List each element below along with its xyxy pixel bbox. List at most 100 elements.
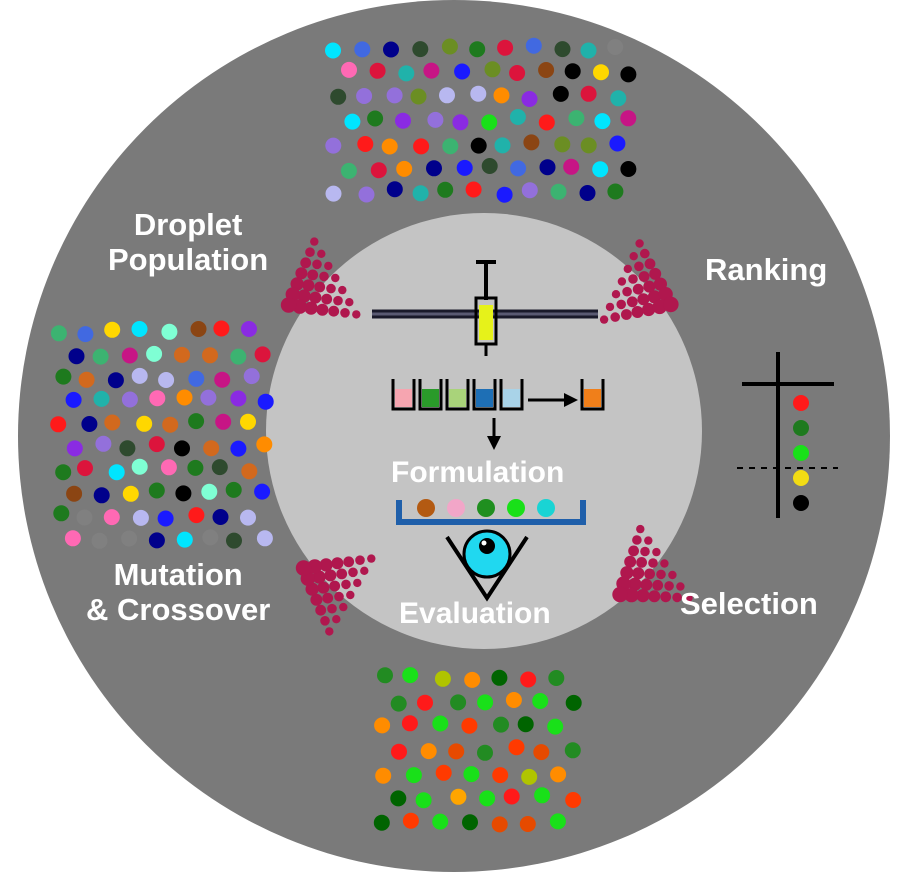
vial-outline [445, 379, 470, 411]
arrow-dot [319, 271, 329, 282]
arrow-dot [332, 615, 341, 624]
parent-droplet [132, 509, 149, 526]
ranking-indicator [737, 352, 838, 518]
parent-droplet [55, 368, 72, 385]
parent-droplet [202, 347, 218, 364]
population-droplet [554, 136, 571, 153]
population-droplet [580, 137, 597, 154]
tray-droplet [537, 499, 555, 517]
parent-droplet [77, 326, 94, 343]
parent-droplet [161, 323, 178, 340]
parent-droplet [160, 459, 177, 476]
parent-droplet [230, 440, 247, 457]
arrow-dot [290, 277, 304, 291]
population-droplet [609, 135, 626, 152]
population-droplet [470, 137, 487, 154]
parent-droplet [254, 346, 271, 363]
selected-droplet [491, 816, 508, 833]
selected-droplet [477, 744, 493, 761]
parent-droplet [92, 348, 109, 365]
vial-liquid [476, 389, 493, 407]
population-droplet [481, 114, 498, 131]
arrow-dot [310, 593, 323, 606]
parent-droplet [241, 463, 258, 480]
population-droplet [386, 87, 403, 104]
parent-droplet [188, 413, 205, 430]
parent-droplet [230, 390, 247, 407]
population-droplet [456, 159, 473, 176]
parent-droplet [175, 485, 192, 502]
parent-droplet [104, 414, 121, 431]
label-mutation-crossover: Mutation & Crossover [86, 557, 271, 627]
selected-droplet [520, 671, 537, 688]
parent-droplet [104, 321, 121, 338]
arrow-dot [644, 258, 656, 270]
parent-droplet [121, 530, 138, 547]
population-droplet [413, 138, 430, 155]
selected-droplet [521, 768, 538, 785]
selected-droplet [402, 667, 419, 684]
selected-droplet [492, 767, 509, 784]
arrow-dot [295, 267, 308, 280]
arrow-dot [635, 239, 644, 248]
arrow-dot [324, 569, 337, 582]
arrow-dot [622, 286, 632, 297]
parent-droplet [149, 390, 166, 407]
selected-droplet [390, 695, 407, 712]
label-evaluation: Evaluation [399, 597, 551, 630]
arrow-dot [317, 249, 326, 258]
parent-droplet [256, 436, 273, 453]
arrow-dot [325, 627, 334, 636]
selected-droplet [548, 670, 565, 686]
parent-droplet [241, 321, 257, 337]
population-droplet [383, 41, 399, 58]
population-droplet [395, 112, 411, 129]
selected-droplet [533, 744, 550, 761]
parent-droplet [148, 532, 165, 549]
vial-outline [391, 379, 416, 411]
vial-liquid [449, 389, 466, 407]
parent-droplet [211, 459, 228, 476]
arrow-dot [663, 296, 679, 313]
arrow-dot [617, 277, 627, 286]
ranked-droplet [793, 445, 809, 461]
selected-droplet [450, 694, 467, 711]
selected-droplet [464, 671, 481, 688]
tray-droplet [447, 499, 465, 517]
parent-droplet [148, 436, 165, 453]
label-formulation: Formulation [391, 456, 565, 489]
arrow-dot [340, 308, 350, 318]
arrow-dot [324, 261, 333, 271]
parent-droplet [256, 530, 273, 547]
arrow-dot [352, 310, 361, 319]
selected-droplet [420, 743, 437, 760]
eye-glint [481, 540, 487, 546]
arrow-dot [295, 560, 312, 576]
arrow-dot [632, 283, 644, 295]
ranked-droplet [793, 470, 809, 486]
selected-droplet [517, 716, 534, 733]
selected-droplet [477, 694, 494, 711]
arrow-dot [336, 568, 348, 580]
arrow-dot [302, 279, 315, 292]
population-droplet [341, 61, 357, 78]
population-droplet [398, 65, 415, 82]
arrow-dot [327, 603, 337, 614]
population-droplet [325, 185, 342, 202]
parent-droplet [240, 509, 256, 526]
population-droplet [568, 110, 585, 127]
arrow-dot [322, 592, 334, 604]
label-ranking: Ranking [705, 252, 828, 287]
arrow-dot [656, 569, 666, 580]
arrow-dot [314, 281, 326, 293]
arrow-dot [638, 271, 650, 282]
population-droplet [620, 66, 637, 83]
population-droplet [497, 39, 514, 56]
selected-droplet [565, 792, 582, 808]
parent-droplet [214, 371, 231, 388]
parent-droplet [201, 483, 218, 500]
population-droplet [356, 88, 373, 104]
parent-droplet [119, 440, 136, 457]
selected-droplet [463, 766, 480, 783]
selected-droplet [402, 812, 419, 829]
